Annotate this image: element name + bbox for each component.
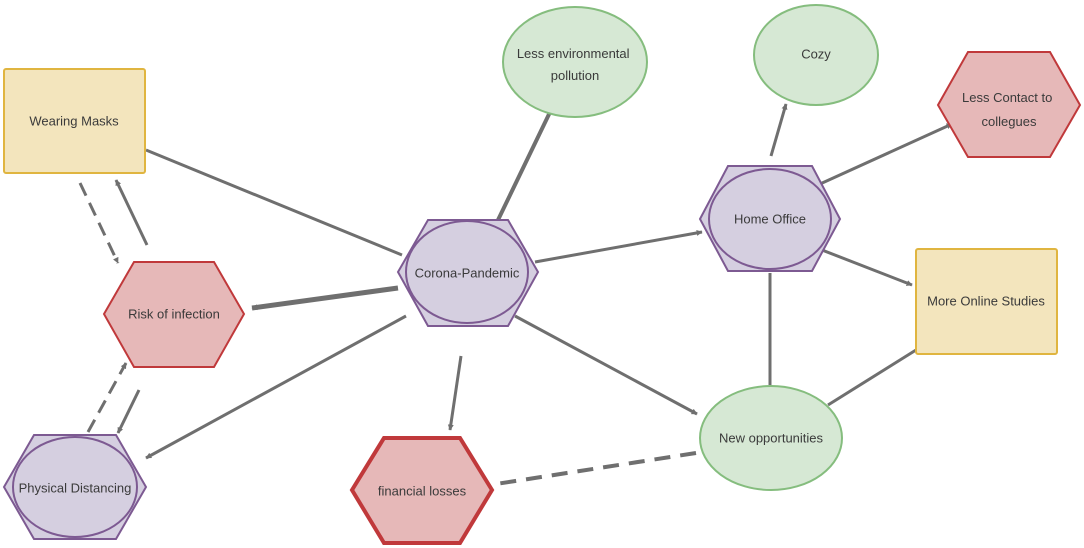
node-wearing-masks-shape (3, 68, 146, 174)
edge-newopp-financial-dashed (495, 451, 697, 486)
node-less-environmental-pollution-label: Less environmental pollution (517, 46, 633, 83)
node-cozy-shape (753, 4, 879, 106)
node-less-environmental-pollution-line-2: pollution (551, 68, 599, 83)
edge-pandemic-homeoffice (534, 230, 703, 264)
edges (78, 103, 953, 486)
node-less-contact-shape (936, 51, 1082, 158)
node-risk-of-infection-shape (102, 261, 246, 368)
node-cozy-label: Cozy (801, 46, 831, 61)
node-home-office-circle (708, 168, 832, 270)
node-less-contact[interactable]: Less Contact to collegues (936, 51, 1082, 158)
node-corona-pandemic-label: Corona-Pandemic (415, 265, 520, 280)
node-financial-losses-shape (349, 436, 495, 545)
node-physical-distancing[interactable]: Physical Distancing (2, 434, 148, 540)
node-financial-losses[interactable]: financial losses (349, 436, 495, 545)
node-less-environmental-pollution[interactable]: Less environmental pollution (502, 6, 648, 118)
node-risk-of-infection-label: Risk of infection (128, 306, 220, 321)
node-more-online-studies-label: More Online Studies (927, 293, 1045, 308)
edge-pandemic-newopp (514, 314, 698, 416)
node-new-opportunities[interactable]: New opportunities (699, 385, 843, 491)
edge-masks-risk-dashed (78, 182, 120, 264)
node-physical-distancing-label: Physical Distancing (19, 480, 132, 495)
node-less-contact-line-1: Less Contact to (962, 90, 1052, 105)
node-more-online-studies-shape (915, 248, 1058, 355)
node-cozy[interactable]: Cozy (753, 4, 879, 106)
edge-pollution-pandemic (496, 107, 554, 221)
node-new-opportunities-label: New opportunities (719, 430, 824, 445)
node-physical-distancing-circle (12, 436, 138, 538)
node-less-environmental-pollution-shape (502, 6, 648, 118)
node-corona-pandemic-circle (405, 220, 529, 324)
node-corona-pandemic[interactable]: Corona-Pandemic (396, 219, 540, 327)
edge-homeoffice-cozy (769, 103, 788, 157)
edge-pandemic-financial (447, 355, 463, 431)
edge-risk-masks (114, 179, 149, 246)
edge-masks-pandemic (145, 148, 403, 257)
node-wearing-masks-label: Wearing Masks (29, 113, 119, 128)
edge-online-newopp (827, 348, 917, 407)
edge-pandemic-distancing (145, 314, 407, 460)
node-more-online-studies[interactable]: More Online Studies (915, 248, 1058, 355)
edge-homeoffice-online (821, 248, 913, 287)
edge-pandemic-risk (251, 285, 399, 311)
edge-homeoffice-contact (819, 122, 953, 186)
node-new-opportunities-shape (699, 385, 843, 491)
node-home-office[interactable]: Home Office (698, 165, 842, 272)
node-wearing-masks[interactable]: Wearing Masks (3, 68, 146, 174)
node-financial-losses-label: financial losses (378, 483, 467, 498)
node-less-contact-line-2: collegues (982, 114, 1037, 129)
edge-distancing-risk (116, 389, 141, 434)
node-less-contact-label: Less Contact to collegues (962, 90, 1056, 129)
node-less-environmental-pollution-line-1: Less environmental (517, 46, 630, 61)
edge-distancing-risk-dashed (86, 362, 128, 433)
node-home-office-label: Home Office (734, 211, 806, 226)
node-risk-of-infection[interactable]: Risk of infection (102, 261, 246, 368)
